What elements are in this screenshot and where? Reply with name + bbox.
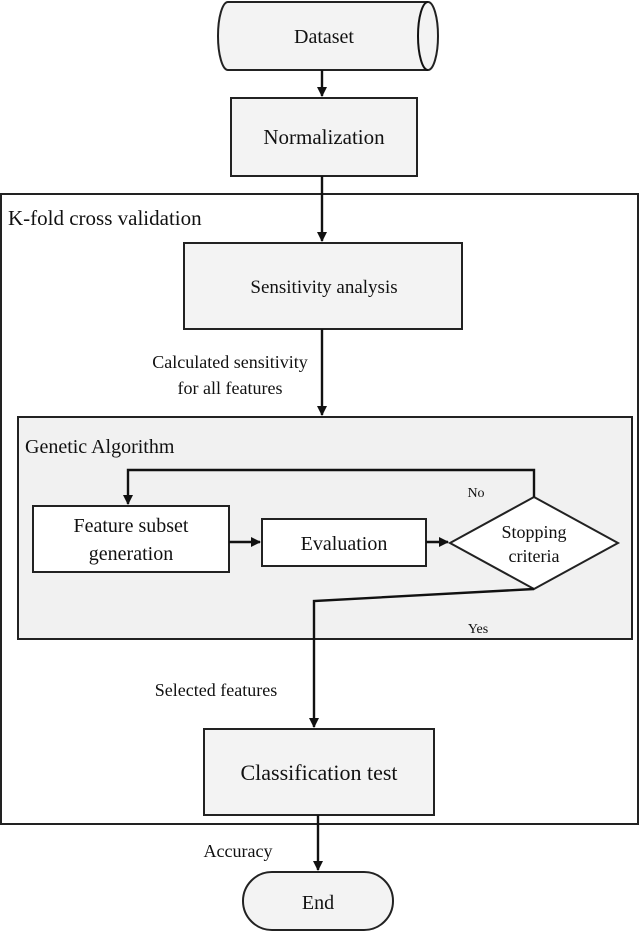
feature-subset-generation-node: [32, 505, 230, 573]
evaluation-label: Evaluation: [301, 533, 388, 555]
arrow-stopping-yes: [309, 587, 535, 728]
evaluation-node: [261, 518, 427, 567]
normalization-node: [230, 97, 418, 177]
sensitivity-analysis-label: Sensitivity analysis: [250, 277, 397, 298]
stopping-criteria-label-1: Stopping: [501, 522, 566, 542]
kfold-label: K-fold cross validation: [8, 206, 202, 230]
classification-test-label: Classification test: [240, 760, 397, 785]
genetic-algorithm-label: Genetic Algorithm: [25, 436, 175, 458]
arrow-stopping-no-loop: [123, 468, 536, 505]
selected-features-label: Selected features: [155, 680, 277, 700]
sensitivity-analysis-node: [183, 242, 463, 330]
yes-label: Yes: [468, 622, 488, 637]
calculated-sensitivity-label-2: for all features: [178, 378, 283, 398]
normalization-label: Normalization: [263, 125, 385, 149]
stopping-criteria-label-2: criteria: [509, 546, 560, 566]
feature-subset-label-1: Feature subset: [74, 515, 189, 537]
calculated-sensitivity-label-1: Calculated sensitivity: [152, 352, 307, 372]
stopping-criteria-node: [447, 495, 621, 591]
dataset-node: Dataset: [217, 0, 439, 71]
end-label: End: [302, 892, 334, 914]
end-node: [242, 871, 394, 931]
dataset-label: Dataset: [294, 26, 354, 48]
accuracy-label: Accuracy: [204, 841, 273, 861]
no-label: No: [467, 486, 484, 501]
classification-test-node: [203, 728, 435, 816]
feature-subset-label-2: generation: [89, 543, 173, 565]
